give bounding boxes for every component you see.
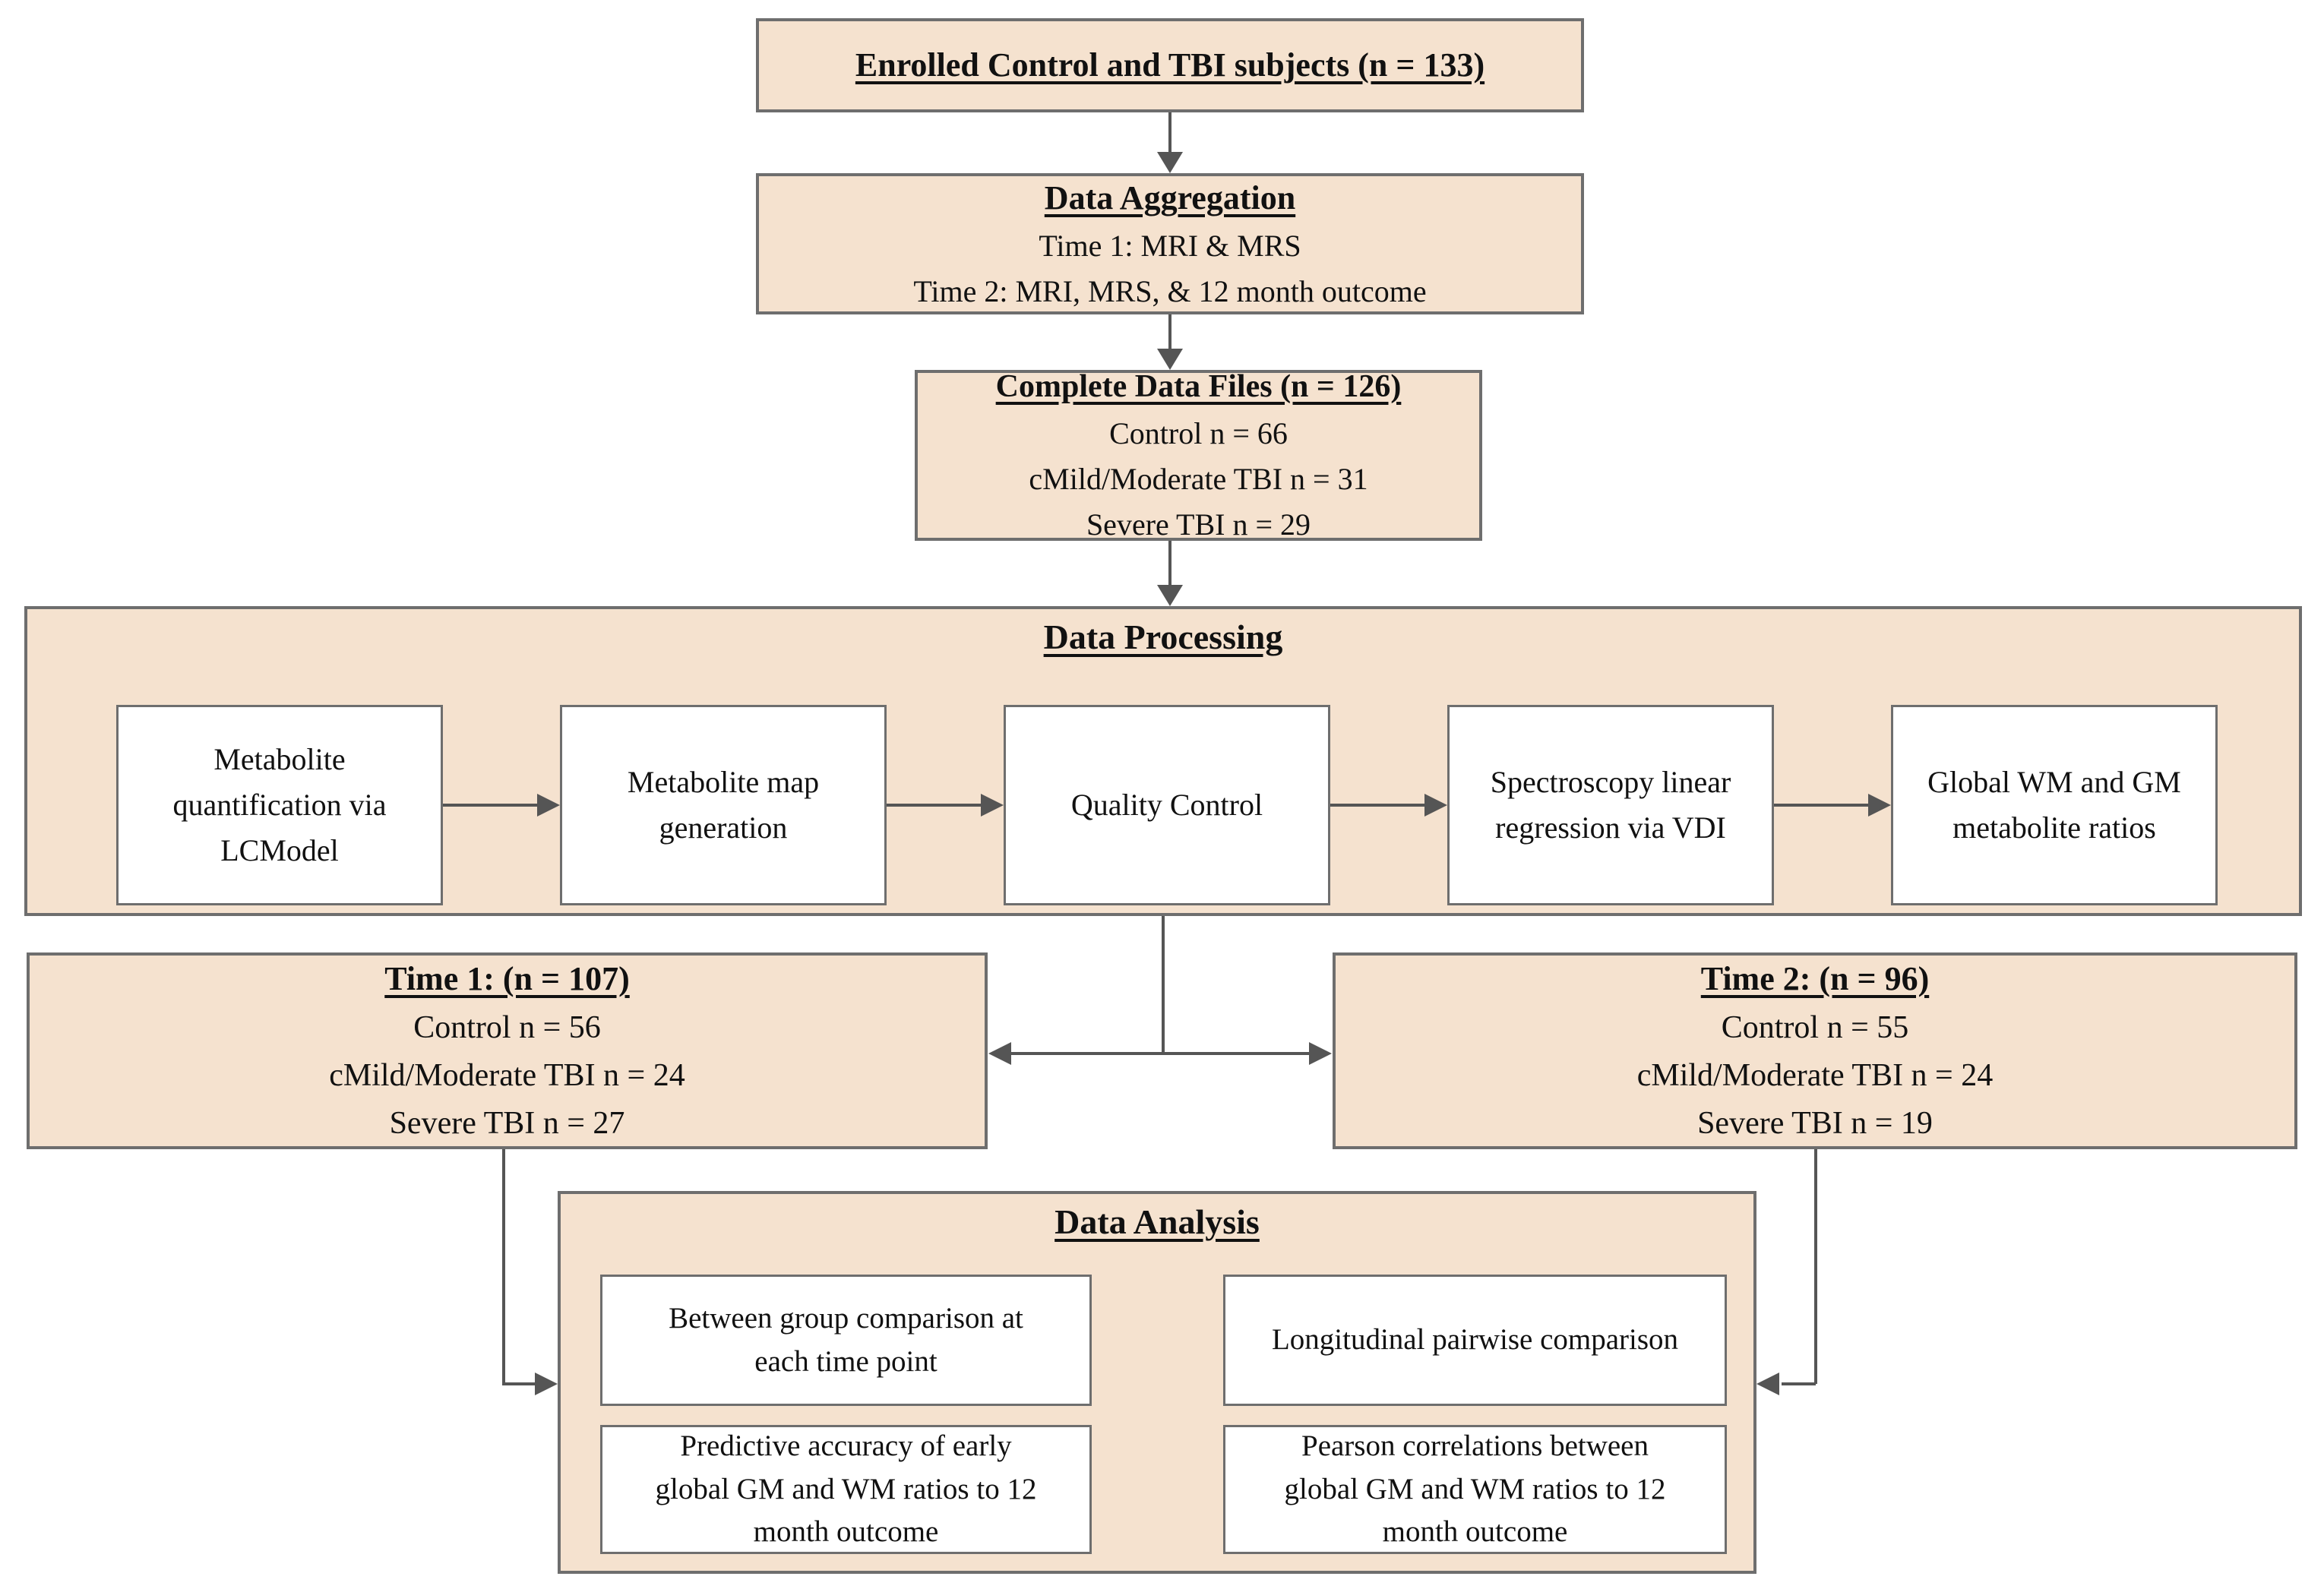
arrowhead-right-icon <box>1309 1042 1332 1065</box>
aggregation-line: Time 1: MRI & MRS <box>1039 229 1301 263</box>
arrowhead-left-icon <box>988 1042 1011 1065</box>
arrowhead-down-icon <box>1157 152 1183 173</box>
arrowhead-left-icon <box>1756 1373 1779 1395</box>
data-analysis-title: Data Analysis <box>1054 1202 1260 1241</box>
connector-line <box>1162 916 1165 1054</box>
connector-line <box>1774 804 1868 807</box>
time1-line: Control n = 56 <box>413 1010 601 1045</box>
analysis-between-group: Between group comparison at each time po… <box>600 1275 1092 1406</box>
time2-title: Time 2: (n = 96) <box>1700 960 1930 997</box>
enrolled-box: Enrolled Control and TBI subjects (n = 1… <box>756 18 1584 112</box>
time2-line: cMild/Moderate TBI n = 24 <box>1636 1058 1994 1093</box>
arrowhead-right-icon <box>1424 794 1447 817</box>
arrowhead-right-icon <box>1868 794 1891 817</box>
connector-line <box>1330 804 1424 807</box>
connector-line <box>1010 1052 1311 1055</box>
time1-title: Time 1: (n = 107) <box>384 960 630 997</box>
step-metabolite-quantification: Metabolite quantification via LCModel <box>116 705 443 905</box>
aggregation-box: Data Aggregation Time 1: MRI & MRS Time … <box>756 173 1584 314</box>
connector-line <box>443 804 537 807</box>
arrowhead-right-icon <box>535 1373 558 1395</box>
time1-box: Time 1: (n = 107) Control n = 56 cMild/M… <box>27 952 988 1149</box>
connector-line <box>1168 541 1171 585</box>
complete-files-line: Control n = 66 <box>1109 416 1288 450</box>
arrowhead-right-icon <box>537 794 560 817</box>
connector-line <box>1168 314 1171 349</box>
step-quality-control: Quality Control <box>1004 705 1330 905</box>
analysis-pearson-correlations: Pearson correlations between global GM a… <box>1223 1425 1727 1554</box>
enrolled-title: Enrolled Control and TBI subjects (n = 1… <box>855 46 1485 84</box>
aggregation-title: Data Aggregation <box>1044 179 1296 216</box>
time2-line: Severe TBI n = 19 <box>1697 1106 1933 1141</box>
complete-files-title: Complete Data Files (n = 126) <box>995 369 1402 404</box>
arrowhead-right-icon <box>981 794 1004 817</box>
connector-line <box>1168 112 1171 155</box>
step-metabolite-map: Metabolite map generation <box>560 705 887 905</box>
step-spectroscopy-regression: Spectroscopy linear regression via VDI <box>1447 705 1774 905</box>
arrowhead-down-icon <box>1157 585 1183 606</box>
connector-line <box>887 804 981 807</box>
data-processing-title: Data Processing <box>1043 618 1283 656</box>
connector-line <box>502 1149 505 1384</box>
aggregation-line: Time 2: MRI, MRS, & 12 month outcome <box>913 274 1427 308</box>
time1-line: cMild/Moderate TBI n = 24 <box>329 1058 685 1093</box>
analysis-longitudinal-pairwise: Longitudinal pairwise comparison <box>1223 1275 1727 1406</box>
step-global-ratios: Global WM and GM metabolite ratios <box>1891 705 2218 905</box>
arrowhead-down-icon <box>1157 349 1183 370</box>
complete-files-line: cMild/Moderate TBI n = 31 <box>1029 462 1368 496</box>
complete-files-box: Complete Data Files (n = 126) Control n … <box>915 369 1482 542</box>
time2-box: Time 2: (n = 96) Control n = 55 cMild/Mo… <box>1333 952 2297 1149</box>
connector-line <box>502 1382 536 1385</box>
time1-line: Severe TBI n = 27 <box>389 1106 625 1141</box>
connector-line <box>1782 1382 1816 1385</box>
analysis-predictive-accuracy: Predictive accuracy of early global GM a… <box>600 1425 1092 1554</box>
connector-line <box>1814 1149 1817 1384</box>
time2-line: Control n = 55 <box>1721 1010 1909 1045</box>
complete-files-line: Severe TBI n = 29 <box>1086 507 1311 542</box>
